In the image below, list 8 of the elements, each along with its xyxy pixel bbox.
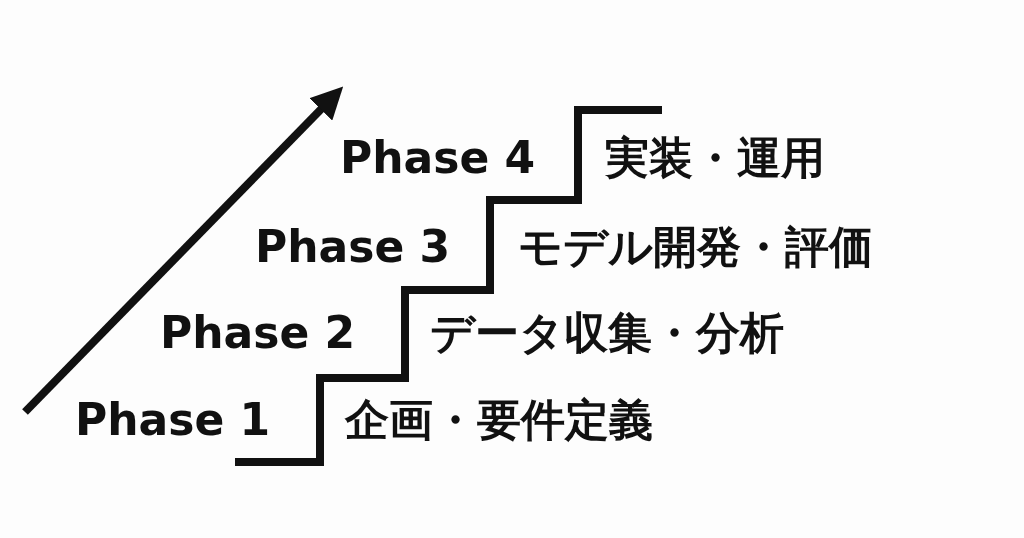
phase-description: データ収集・分析 xyxy=(430,306,784,360)
phase-description: 企画・要件定義 xyxy=(345,393,653,447)
phase-description: 実装・運用 xyxy=(605,131,825,185)
phase-description: モデル開発・評価 xyxy=(518,220,873,274)
phase-label: Phase 2 xyxy=(160,306,356,360)
phase-label: Phase 3 xyxy=(255,220,451,274)
phase-label: Phase 4 xyxy=(340,131,536,185)
phase-label: Phase 1 xyxy=(75,393,271,447)
